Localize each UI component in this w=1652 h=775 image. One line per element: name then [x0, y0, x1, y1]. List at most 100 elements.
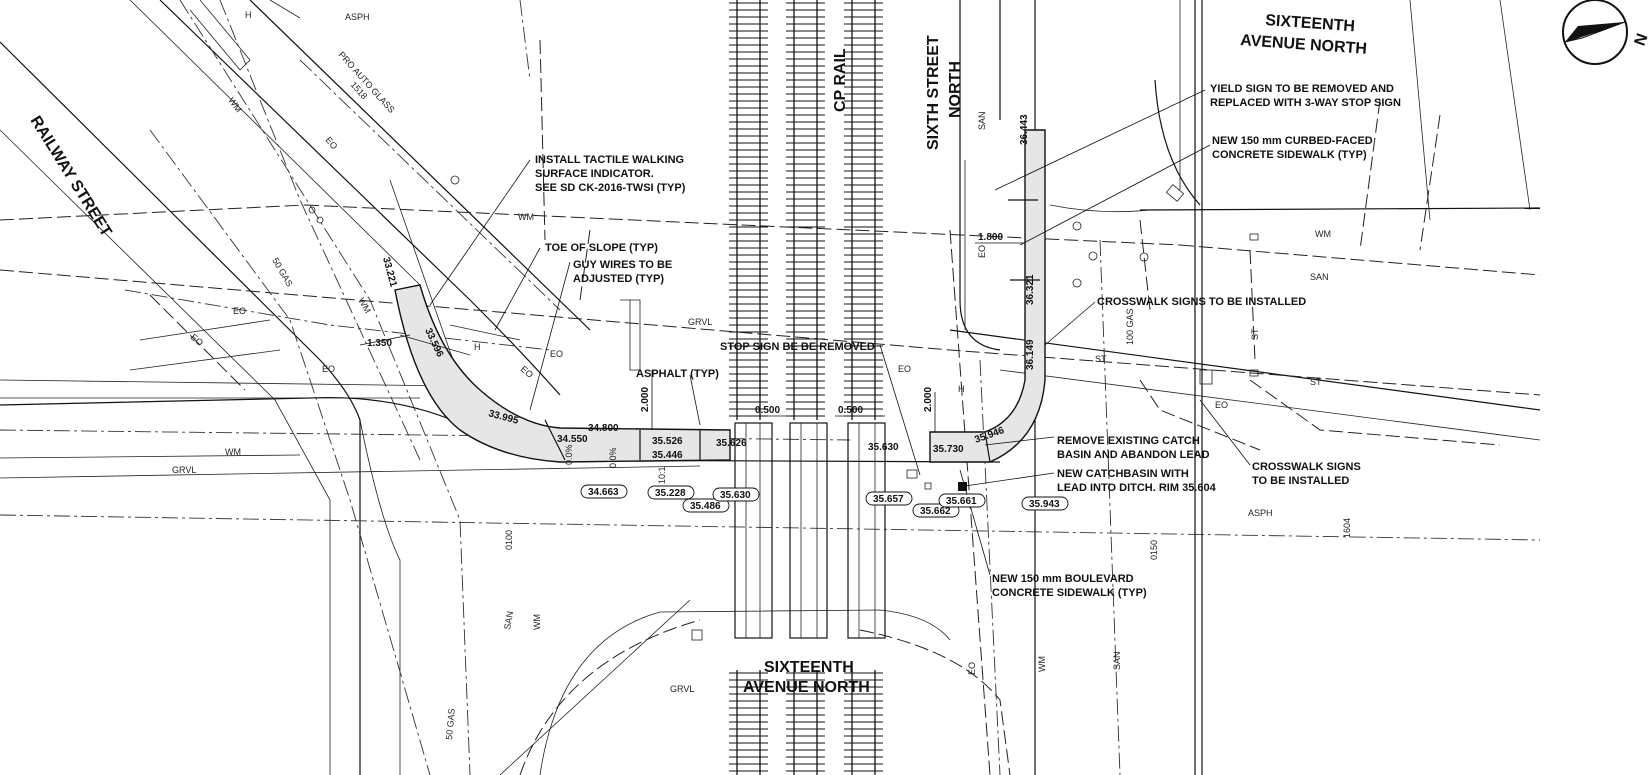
street-sixteenth-top-line2: AVENUE NORTH [1240, 32, 1368, 58]
elev-34550: 34.550 [557, 434, 588, 445]
util-st-2: ST [1310, 377, 1322, 387]
elevation-bubbles: 34.663 35.228 35.486 35.630 35.657 35.66… [580, 484, 1069, 518]
north-arrow-label: N [1632, 31, 1652, 48]
dim-1800: 1.800 [978, 232, 1003, 243]
street-sixth-line2: NORTH [947, 61, 964, 118]
elev-35446: 35.446 [652, 450, 683, 461]
note-yield-line2: REPLACED WITH 3-WAY STOP SIGN [1210, 97, 1401, 109]
elev-35626: 35.626 [716, 438, 747, 449]
new-sidewalks [394, 129, 1046, 463]
dim-2000b: 2.000 [923, 387, 934, 412]
util-eo-6: EO [519, 364, 535, 380]
dimensions: 1.350 1.800 2.000 2.000 0.500 0.500 0.0%… [359, 232, 1025, 484]
label-pro-auto-1: PRO AUTO GLASS [337, 50, 397, 115]
note-tactile-line1: INSTALL TACTILE WALKING [535, 154, 684, 166]
util-wm-5: WM [1315, 229, 1331, 239]
dim-0500a: 0.500 [755, 405, 780, 416]
bubble-35657: 35.657 [865, 491, 913, 506]
util-st-3: ST [1250, 328, 1260, 340]
street-sixteenth-bottom-line2: AVENUE NORTH [743, 679, 870, 696]
elev-35526: 35.526 [652, 436, 683, 447]
bubble-35661: 35.661 [938, 493, 986, 508]
util-gas-2: 50 GAS [444, 708, 457, 740]
util-pipe-100: 0100 [504, 530, 514, 550]
util-eo-5: EO [550, 349, 563, 359]
note-crosswalk-right-line1: CROSSWALK SIGNS [1252, 461, 1361, 473]
util-h-3: H [958, 384, 965, 394]
note-tactile-line2: SURFACE INDICATOR. [535, 168, 654, 180]
callout-notes: INSTALL TACTILE WALKING SURFACE INDICATO… [535, 83, 1401, 599]
bubble-35943: 35.943 [1021, 496, 1069, 511]
note-yield-line1: YIELD SIGN TO BE REMOVED AND [1210, 83, 1394, 95]
street-cp-rail: CP RAIL [832, 48, 849, 112]
note-newcatch-line2: LEAD INTO DITCH. RIM 35.604 [1057, 482, 1217, 494]
elev-35630a: 35.630 [868, 442, 899, 453]
note-crosswalk-top: CROSSWALK SIGNS TO BE INSTALLED [1097, 296, 1306, 308]
note-guy-line1: GUY WIRES TO BE [573, 259, 672, 271]
elev-35730: 35.730 [933, 444, 964, 455]
util-gas-3: 100 GAS [1125, 308, 1135, 345]
sidewalk-west [394, 284, 731, 463]
note-curbed-line2: CONCRETE SIDEWALK (TYP) [1212, 149, 1367, 161]
util-wm-6: WM [532, 614, 542, 630]
note-boulevard-line1: NEW 150 mm BOULEVARD [992, 573, 1134, 585]
note-catch-line2: BASIN AND ABANDON LEAD [1057, 449, 1210, 461]
util-wm-4: WM [225, 447, 241, 457]
util-eo-7: EO [898, 364, 911, 374]
util-eo-8: EO [977, 245, 987, 258]
slope-c: 10:1 [657, 466, 667, 484]
dim-1350: 1.350 [367, 338, 392, 349]
util-h-2: H [474, 342, 481, 352]
street-railway: RAILWAY STREET [27, 113, 115, 240]
util-eo-10: EO [967, 662, 977, 675]
dim-2000a: 2.000 [640, 387, 651, 412]
rail-tracks [729, 0, 886, 775]
util-wm-7: WM [1037, 656, 1047, 672]
note-stop-sign: STOP SIGN BE BE REMOVED [720, 341, 875, 353]
util-st-1: ST [1095, 354, 1107, 364]
util-eo-2: EO [233, 306, 246, 316]
svg-text:35.486: 35.486 [690, 501, 721, 512]
note-toe-of-slope: TOE OF SLOPE (TYP) [545, 242, 658, 254]
street-sixteenth-top-line1: SIXTEENTH [1265, 12, 1356, 35]
bubble-35486: 35.486 [682, 498, 730, 513]
note-guy-line2: ADJUSTED (TYP) [573, 273, 664, 285]
note-boulevard-line2: CONCRETE SIDEWALK (TYP) [992, 587, 1147, 599]
label-grvl-bottom: GRVL [670, 684, 694, 694]
label-grvl-mid: GRVL [688, 317, 712, 327]
note-asphalt: ASPHALT (TYP) [636, 368, 719, 380]
util-eo-1: EO [323, 135, 339, 151]
crossing-panel-1 [734, 422, 773, 639]
label-asph-right: ASPH [1248, 508, 1273, 518]
util-h-1: H [245, 10, 252, 20]
dim-0500b: 0.500 [838, 405, 863, 416]
note-tactile-line3: SEE SD CK-2016-TWSI (TYP) [535, 182, 686, 194]
svg-text:35.657: 35.657 [873, 494, 904, 505]
util-eo-4: EO [322, 364, 335, 374]
north-arrow: N [1562, 0, 1652, 65]
street-sixteenth-bottom-line1: SIXTEENTH [764, 659, 854, 676]
elev-34800: 34.800 [588, 423, 619, 434]
note-catch-line1: REMOVE EXISTING CATCH [1057, 435, 1200, 447]
util-gas-1: 50 GAS [270, 256, 294, 288]
bubble-35228: 35.228 [647, 485, 695, 500]
util-san-1: SAN [977, 111, 987, 130]
crossing-panel-3 [847, 422, 886, 639]
note-curbed-line1: NEW 150 mm CURBED-FACED [1212, 135, 1373, 147]
label-asph-top: ASPH [345, 12, 370, 22]
svg-text:35.661: 35.661 [946, 496, 977, 507]
util-san-4: SAN [1112, 651, 1122, 670]
elev-36149: 36.149 [1025, 339, 1036, 370]
elev-36443: 36.443 [1019, 114, 1030, 145]
util-san-2: SAN [1310, 272, 1329, 282]
util-pipe-150: 0150 [1149, 540, 1159, 560]
note-newcatch-line1: NEW CATCHBASIN WITH [1057, 468, 1189, 480]
slope-a: 0.0% [564, 444, 574, 465]
slope-b: 0.0% [608, 447, 618, 468]
svg-text:35.630: 35.630 [720, 490, 751, 501]
svg-text:34.663: 34.663 [588, 487, 619, 498]
label-lot-1604: 1604 [1342, 518, 1352, 538]
note-crosswalk-right-line2: TO BE INSTALLED [1252, 475, 1349, 487]
label-grvl-left: GRVL [172, 465, 196, 475]
